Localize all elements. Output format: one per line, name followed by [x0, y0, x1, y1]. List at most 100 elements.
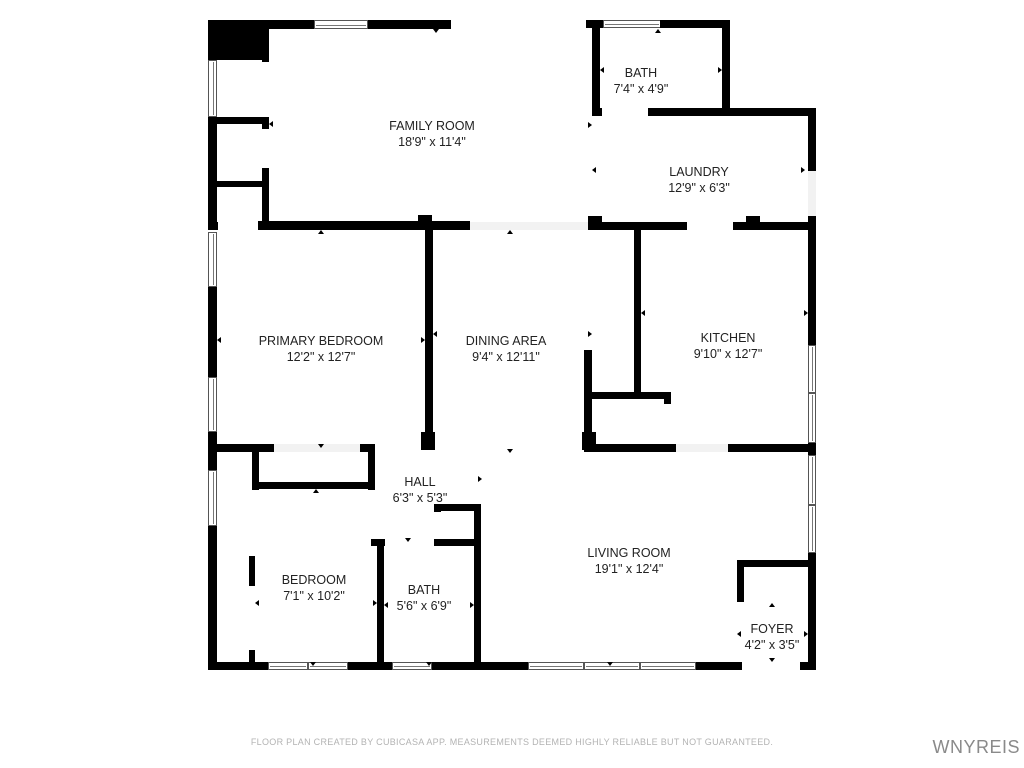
wall	[737, 560, 812, 567]
dimension-tick	[804, 631, 808, 637]
opening	[274, 444, 360, 452]
window	[808, 393, 816, 443]
wall	[252, 482, 374, 489]
wall	[348, 662, 392, 670]
wall	[208, 181, 269, 187]
dimension-tick	[769, 658, 775, 662]
dimension-tick	[373, 600, 377, 606]
dimension-tick	[607, 662, 613, 666]
opening	[676, 444, 728, 452]
wall	[664, 392, 671, 404]
dimension-tick	[269, 121, 273, 127]
window	[268, 662, 308, 670]
room-name: PRIMARY BEDROOM	[258, 334, 384, 348]
dimension-tick	[804, 310, 808, 316]
room-name: BATH	[624, 66, 658, 80]
wall	[208, 117, 217, 225]
wall	[696, 662, 742, 670]
dimension-tick	[433, 29, 439, 33]
brand-watermark: WNYREIS	[932, 737, 1020, 757]
wall	[208, 444, 274, 452]
window	[208, 232, 217, 287]
wall	[252, 450, 259, 490]
dimension-tick	[217, 337, 221, 343]
room-dimensions: 12'9" x 6'3"	[668, 181, 730, 195]
dimension-tick	[433, 331, 437, 337]
room-label-living-room: LIVING ROOM 19'1" x 12'4"	[587, 545, 670, 577]
window	[208, 377, 217, 432]
wall	[262, 168, 269, 228]
wall	[418, 215, 432, 223]
wall	[588, 216, 602, 230]
room-label-dining-area: DINING AREA 9'4" x 12'11"	[466, 333, 547, 365]
wall	[737, 560, 744, 602]
room-label-laundry: LAUNDRY 12'9" x 6'3"	[668, 164, 730, 196]
room-label-foyer: FOYER 4'2" x 3'5"	[745, 621, 800, 653]
wall	[808, 443, 816, 455]
wall	[208, 432, 217, 670]
dimension-tick	[310, 662, 316, 666]
room-name: FAMILY ROOM	[389, 119, 475, 133]
room-dimensions: 9'4" x 12'11"	[472, 350, 540, 364]
room-dimensions: 19'1" x 12'4"	[594, 562, 664, 576]
dimension-tick	[801, 167, 805, 173]
wall	[208, 20, 314, 29]
dimension-tick	[478, 476, 482, 482]
wall	[434, 539, 480, 546]
wall	[808, 108, 816, 171]
wall	[634, 228, 641, 393]
dimension-tick	[255, 600, 259, 606]
window	[640, 662, 696, 670]
wall	[249, 556, 255, 586]
room-name: BATH	[407, 583, 441, 597]
window	[603, 20, 661, 28]
wall	[592, 20, 600, 115]
wall	[592, 108, 602, 116]
room-dimensions: 4'2" x 3'5"	[744, 638, 800, 652]
room-name: LIVING ROOM	[587, 546, 671, 560]
dimension-tick	[426, 662, 432, 666]
dimension-tick	[588, 331, 592, 337]
dimension-tick	[421, 337, 425, 343]
wall	[208, 287, 217, 377]
wall	[660, 20, 730, 28]
window	[208, 470, 217, 526]
room-dimensions: 7'4" x 4'9"	[613, 82, 669, 96]
wall	[746, 216, 760, 224]
window	[208, 60, 217, 117]
window	[392, 662, 432, 670]
wall	[368, 450, 375, 490]
wall	[474, 504, 481, 670]
wall	[258, 221, 470, 230]
wall	[434, 504, 480, 511]
room-label-kitchen: KITCHEN 9'10" x 12'7"	[694, 330, 763, 362]
room-name: HALL	[404, 475, 436, 489]
dimension-tick	[313, 489, 319, 493]
dimension-tick	[384, 602, 388, 608]
wall	[249, 650, 255, 670]
window	[808, 455, 816, 505]
window	[808, 505, 816, 553]
dimension-tick	[592, 167, 596, 173]
room-name: DINING AREA	[465, 334, 547, 348]
dimension-tick	[641, 310, 645, 316]
wall	[208, 117, 269, 124]
dimension-tick	[655, 29, 661, 33]
wall	[808, 553, 816, 670]
dimension-tick	[405, 538, 411, 542]
room-label-family-room: FAMILY ROOM 18'9" x 11'4"	[389, 118, 475, 150]
wall	[432, 662, 528, 670]
room-dimensions: 7'1" x 10'2"	[283, 589, 345, 603]
dimension-tick	[600, 67, 604, 73]
wall	[425, 228, 433, 450]
room-dimensions: 12'2" x 12'7"	[286, 350, 356, 364]
room-dimensions: 9'10" x 12'7"	[693, 347, 763, 361]
wall	[262, 117, 269, 129]
window	[308, 662, 348, 670]
room-name: KITCHEN	[700, 331, 756, 345]
room-label-primary-bedroom: PRIMARY BEDROOM 12'2" x 12'7"	[259, 333, 384, 365]
room-dimensions: 5'6" x 6'9"	[396, 599, 452, 613]
dimension-tick	[737, 631, 741, 637]
disclaimer-text: FLOOR PLAN CREATED BY CUBICASA APP. MEAS…	[250, 737, 774, 747]
